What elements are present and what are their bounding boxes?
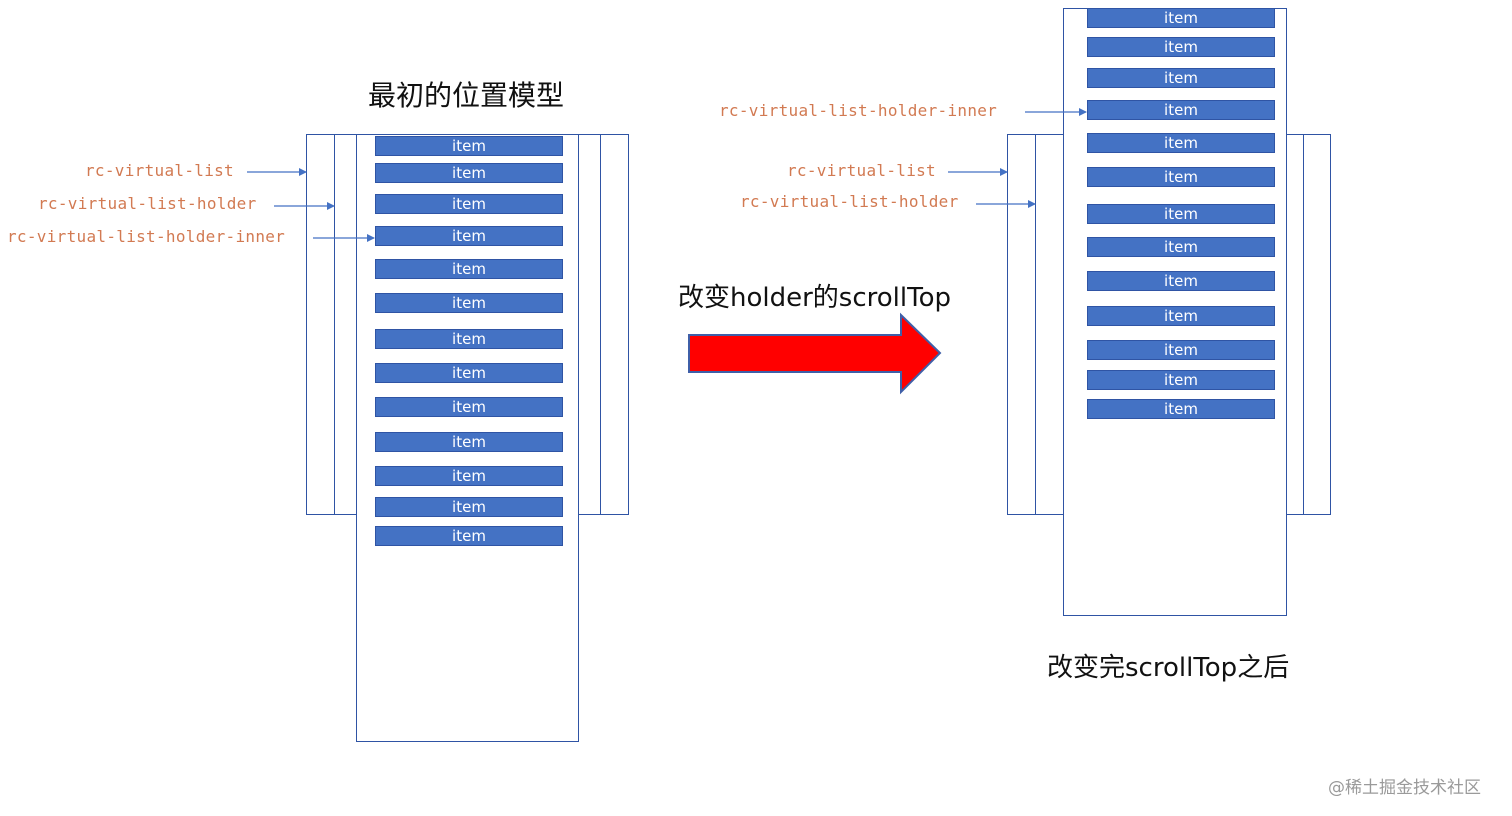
list-item: item: [375, 136, 563, 156]
list-item: item: [1087, 399, 1275, 419]
transition-label: 改变holder的scrollTop: [678, 283, 951, 313]
list-item: item: [375, 397, 563, 417]
list-item: item: [1087, 204, 1275, 224]
left-title: 最初的位置模型: [368, 79, 565, 112]
list-item: item: [1087, 68, 1275, 88]
list-item: item: [375, 363, 563, 383]
left-label-virtual-list: rc-virtual-list: [85, 161, 234, 180]
list-item: item: [375, 163, 563, 183]
list-item: item: [1087, 237, 1275, 257]
list-item: item: [1087, 340, 1275, 360]
list-item: item: [375, 194, 563, 214]
list-item: item: [1087, 100, 1275, 120]
list-item: item: [375, 293, 563, 313]
list-item: item: [1087, 271, 1275, 291]
right-label-holder-inner: rc-virtual-list-holder-inner: [719, 101, 998, 120]
left-label-holder-inner: rc-virtual-list-holder-inner: [7, 227, 286, 246]
list-item: item: [375, 466, 563, 486]
left-label-holder: rc-virtual-list-holder: [38, 194, 257, 213]
list-item: item: [1087, 370, 1275, 390]
list-item: item: [375, 226, 563, 246]
list-item: item: [1087, 306, 1275, 326]
list-item: item: [1087, 8, 1275, 28]
list-item: item: [375, 432, 563, 452]
list-item: item: [375, 526, 563, 546]
list-item: item: [375, 259, 563, 279]
right-label-holder: rc-virtual-list-holder: [740, 192, 959, 211]
watermark: @稀土掘金技术社区: [1328, 778, 1481, 798]
right-label-virtual-list: rc-virtual-list: [787, 161, 936, 180]
right-caption: 改变完scrollTop之后: [1047, 653, 1290, 683]
list-item: item: [1087, 133, 1275, 153]
list-item: item: [1087, 167, 1275, 187]
list-item: item: [375, 329, 563, 349]
list-item: item: [375, 497, 563, 517]
list-item: item: [1087, 37, 1275, 57]
transition-red-arrow: [688, 312, 942, 395]
